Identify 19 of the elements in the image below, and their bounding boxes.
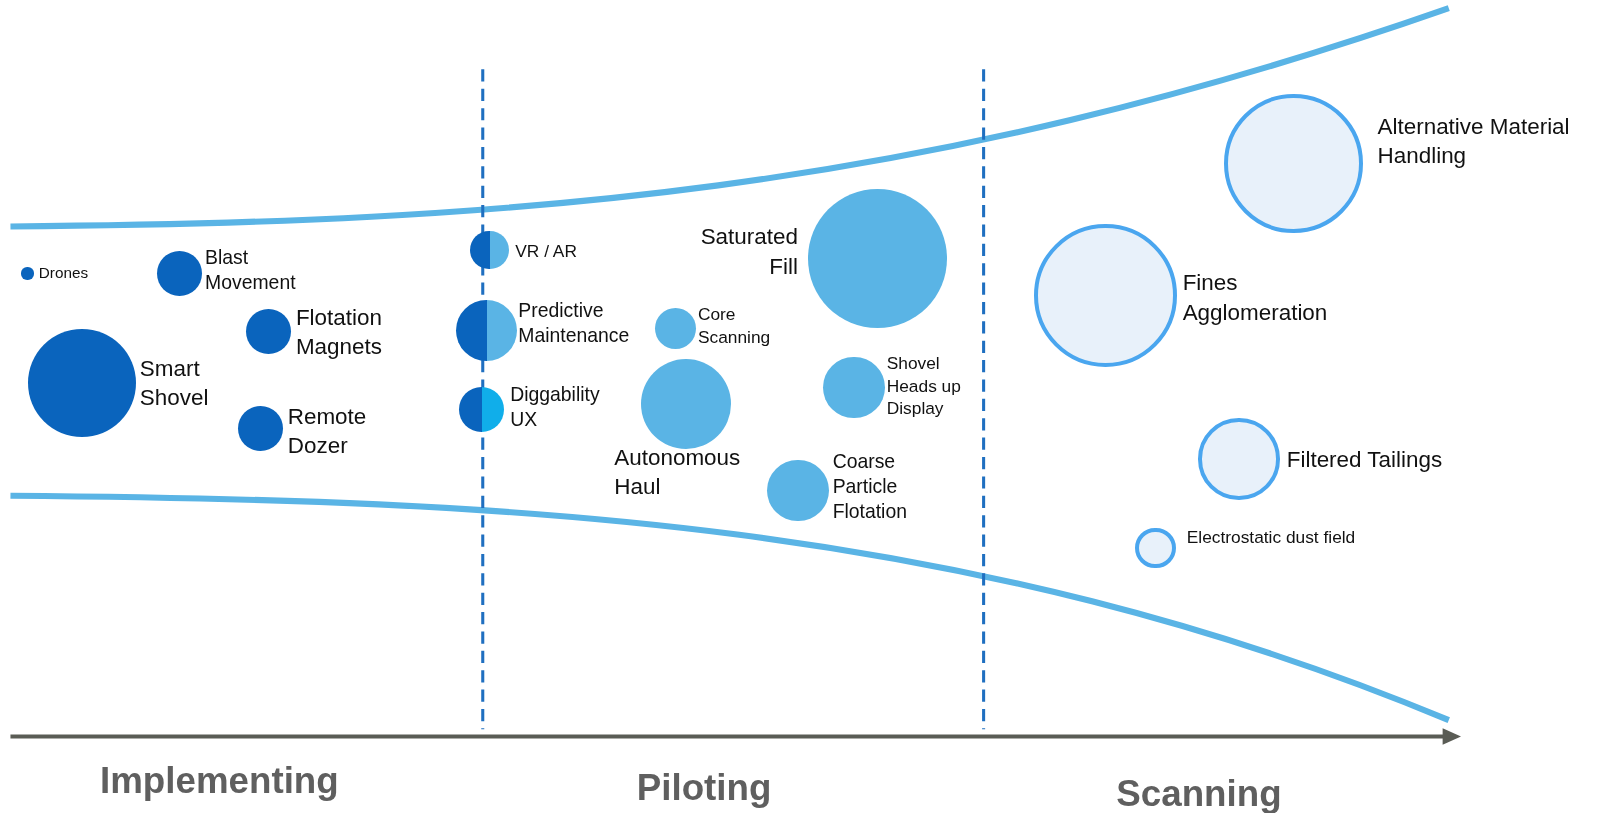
bubble-label: Autonomous Haul — [614, 443, 742, 502]
stage-label: Implementing — [100, 759, 339, 804]
bubble-label: Remote Dozer — [287, 403, 368, 461]
stage-label: Piloting — [636, 766, 772, 811]
bubble-label: Smart Shovel — [139, 355, 210, 413]
bubble-label: Flotation Magnets — [295, 304, 383, 362]
bubble-label: Alternative Material Handling — [1377, 113, 1571, 171]
bubble-label: Coarse Particle Flotation — [832, 449, 908, 525]
bubble-label: Filtered Tailings — [1286, 445, 1444, 474]
bubble-label: Blast Movement — [205, 244, 297, 296]
bubble-label: Fines Agglomeration — [1182, 269, 1329, 327]
bubble-label: Saturated Fill — [699, 223, 798, 281]
bubble-label: Diggability UX — [510, 381, 601, 432]
bubble-label: Drones — [38, 263, 90, 284]
bubble-label: Shovel Heads up Display — [886, 352, 962, 420]
bubble-label: Electrostatic dust field — [1186, 525, 1357, 549]
bubble-label: Core Scanning — [697, 303, 772, 349]
bubble-label: VR / AR — [515, 239, 578, 263]
bubble-label: Predictive Maintenance — [518, 297, 631, 349]
